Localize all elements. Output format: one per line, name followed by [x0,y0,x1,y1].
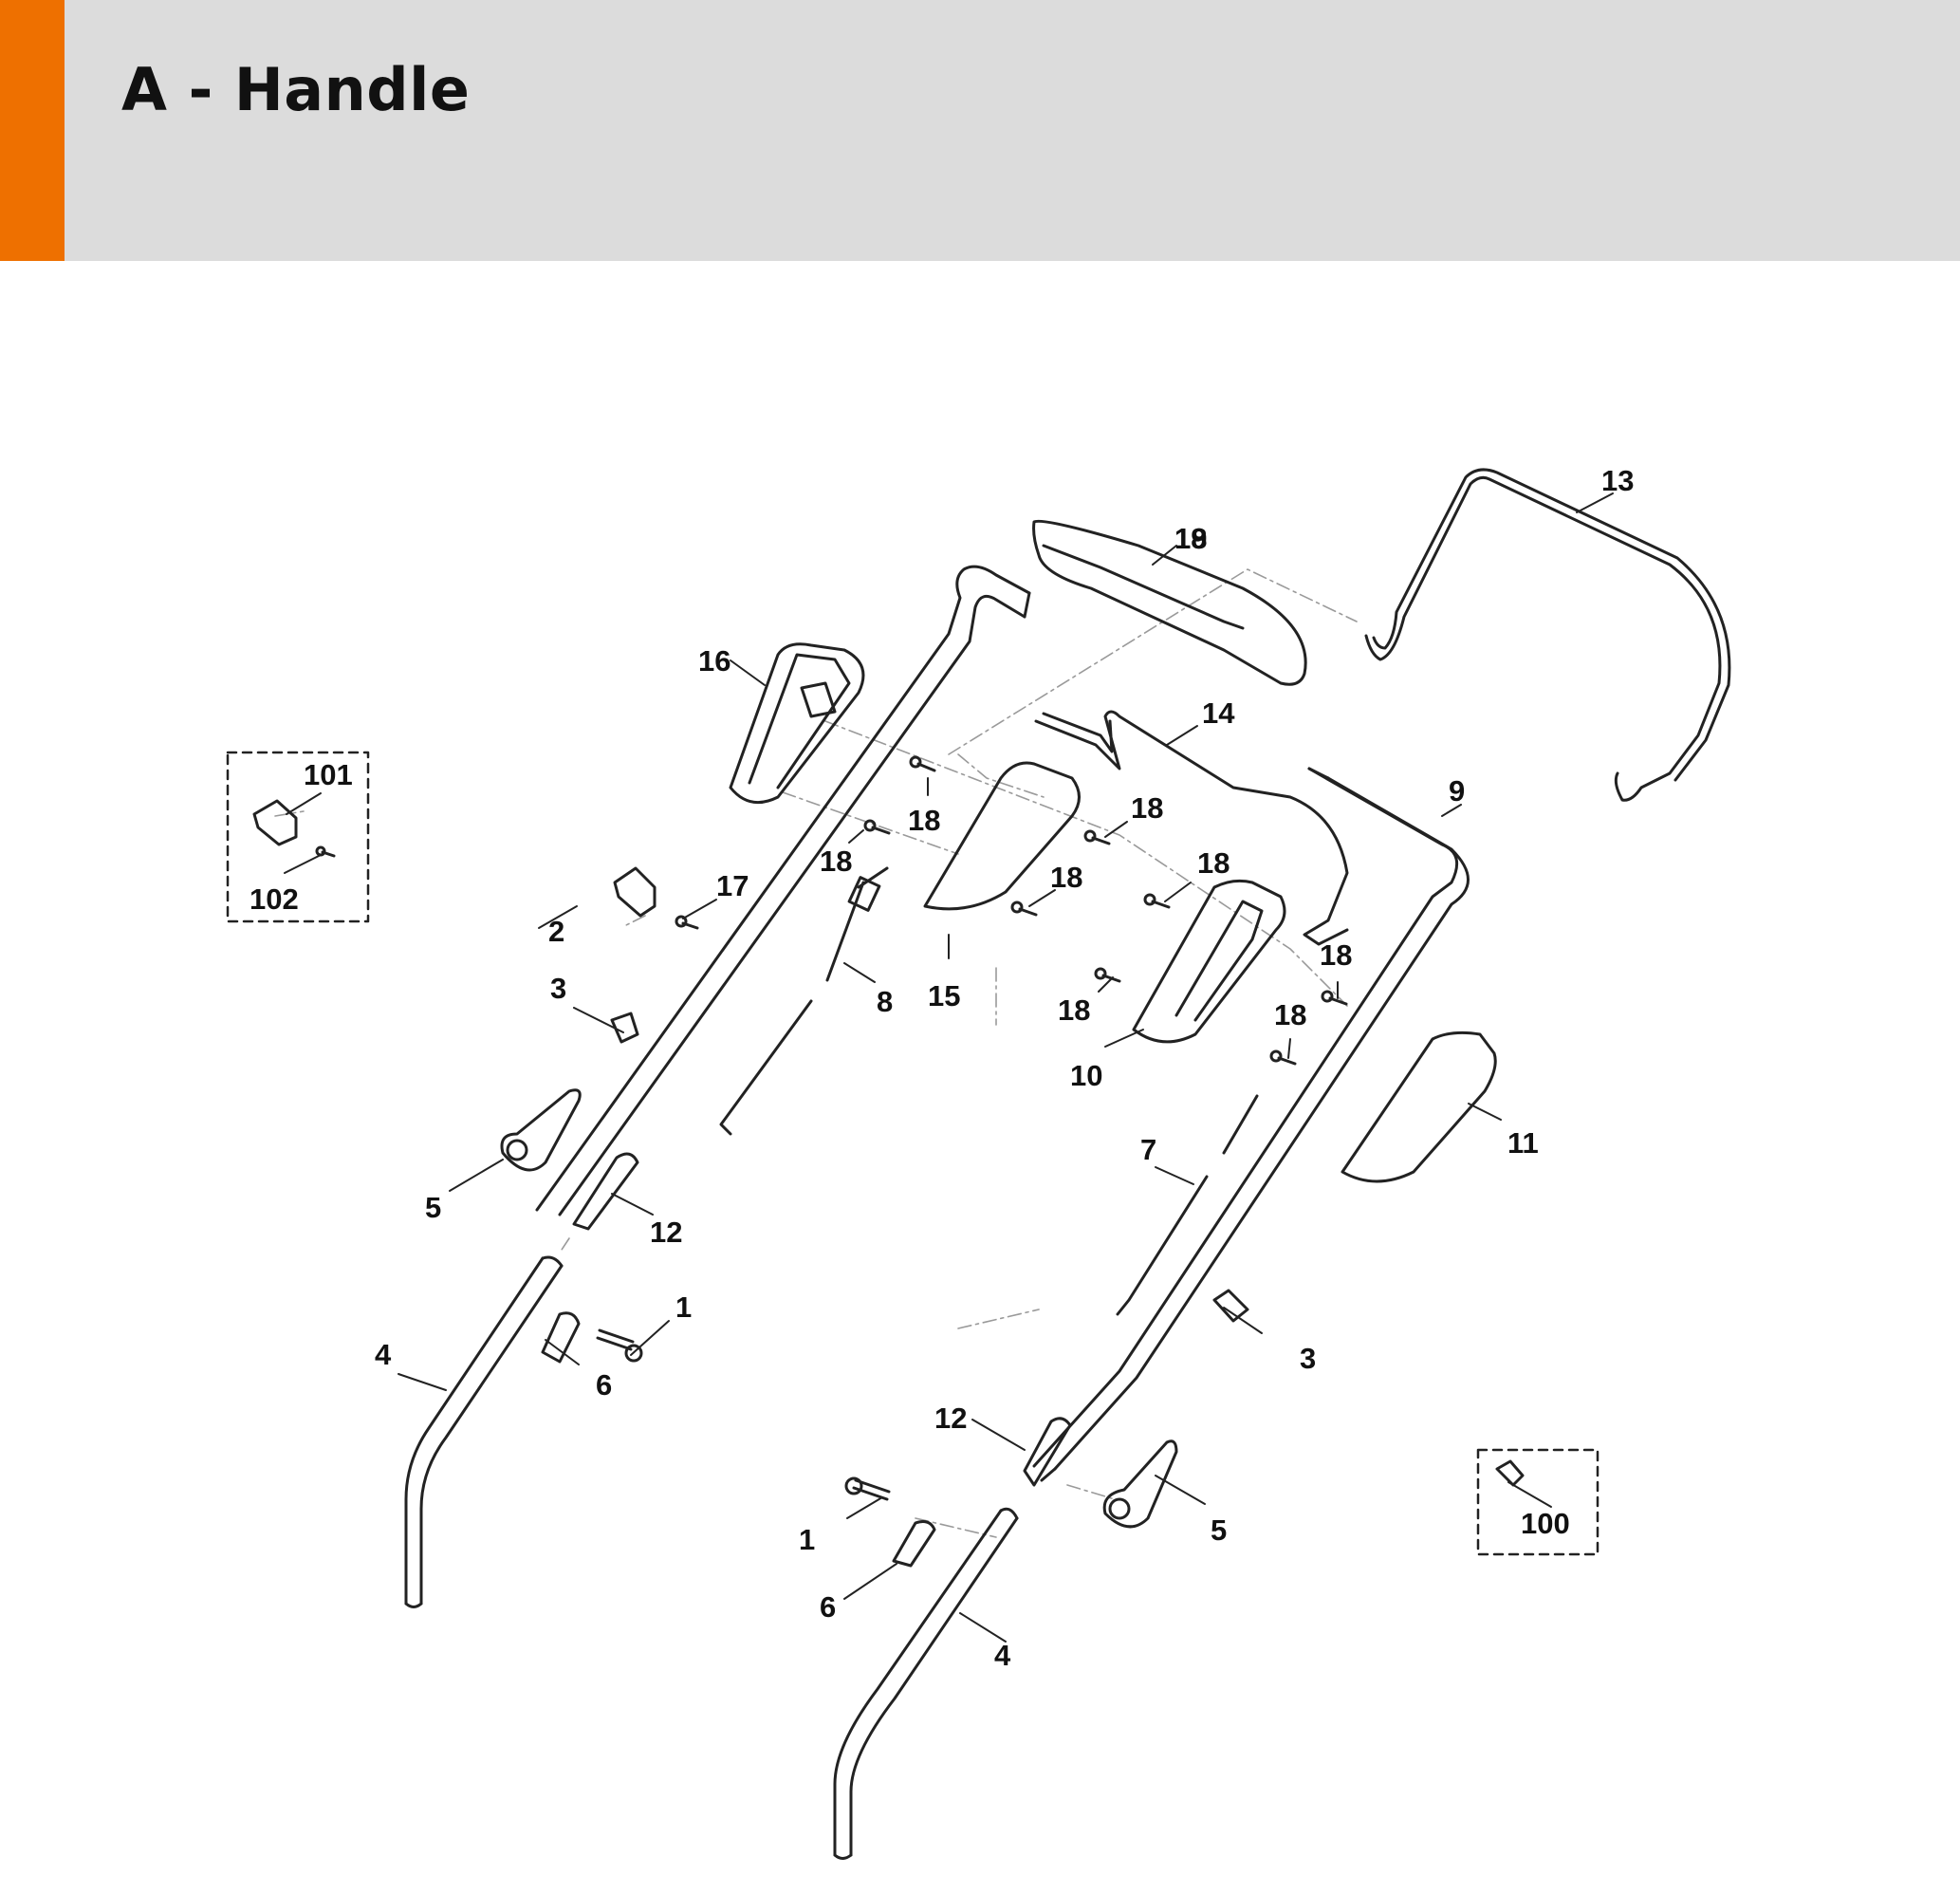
callout-1: 1 [675,1291,692,1324]
plug-100 [1495,1459,1525,1487]
leader-lines [284,492,1614,1643]
callout-8: 8 [877,985,893,1018]
callout-100: 100 [1521,1507,1570,1540]
cable-8 [719,866,889,1136]
bracket-12-right [1023,1417,1072,1487]
upper-tube-left [535,565,1031,1216]
lower-tube-right [833,1507,1019,1860]
callout-18: 18 [1131,791,1163,825]
callout-18: 18 [1174,522,1207,555]
cover-11 [1341,1031,1497,1183]
callout-3: 3 [1300,1342,1316,1375]
callout-labels: 1 1 2 3 3 4 4 5 5 6 6 7 8 9 10 11 12 12 … [250,464,1634,1672]
callout-18: 18 [1274,998,1306,1031]
piece-6-left [541,1311,581,1364]
clip-101 [252,799,298,846]
lever-5-left [500,1088,582,1172]
callout-17: 17 [716,869,749,902]
callout-101: 101 [304,758,353,791]
option-box-100 [1476,1448,1599,1556]
option-box-101 [226,751,370,923]
callout-3: 3 [550,972,566,1005]
callout-18: 18 [820,845,852,878]
callout-5: 5 [1211,1513,1227,1547]
knob-3-left [610,1012,639,1044]
lower-tube-left [404,1255,564,1608]
page-title: A - Handle [121,55,471,124]
callout-18: 18 [1058,993,1090,1027]
knob-3-right [1212,1289,1249,1323]
callout-9: 9 [1449,774,1465,808]
bail-wire [1364,475,1722,802]
callout-1: 1 [799,1523,815,1556]
piece-6-right [892,1520,936,1568]
cover-10 [1132,879,1286,1044]
orange-accent-bar [0,0,65,261]
cover-left-16 [729,642,865,805]
bracket-12-left [572,1152,639,1231]
callout-7: 7 [1140,1133,1156,1166]
callout-102: 102 [250,882,299,916]
callout-18: 18 [1050,861,1082,894]
callout-11: 11 [1507,1126,1539,1160]
callout-6: 6 [596,1368,612,1402]
header-band [0,0,1960,261]
top-grip [1032,519,1307,686]
callout-18: 18 [908,804,940,837]
callout-12: 12 [934,1402,967,1435]
clip-2 [613,866,656,918]
callout-2: 2 [548,915,564,948]
callout-14: 14 [1202,696,1235,730]
bolt-1-left [596,1328,635,1351]
callout-12: 12 [650,1216,682,1249]
callout-10: 10 [1070,1059,1102,1092]
callout-4: 4 [994,1639,1011,1672]
callout-16: 16 [698,644,730,678]
screws-18 [315,755,1348,1066]
cable-7 [1116,1094,1259,1316]
callout-18: 18 [1197,846,1230,880]
callout-4: 4 [375,1338,392,1371]
callout-15: 15 [928,979,960,1012]
upper-tube-right [1032,767,1470,1482]
control-wire [1034,710,1349,946]
lever-5-right [1102,1439,1178,1529]
callout-6: 6 [820,1590,836,1624]
callout-18: 18 [1320,938,1352,972]
callout-19: 19 [1174,522,1207,555]
cover-15 [923,761,1081,911]
callout-13: 13 [1601,464,1634,497]
callout-5: 5 [425,1191,441,1224]
